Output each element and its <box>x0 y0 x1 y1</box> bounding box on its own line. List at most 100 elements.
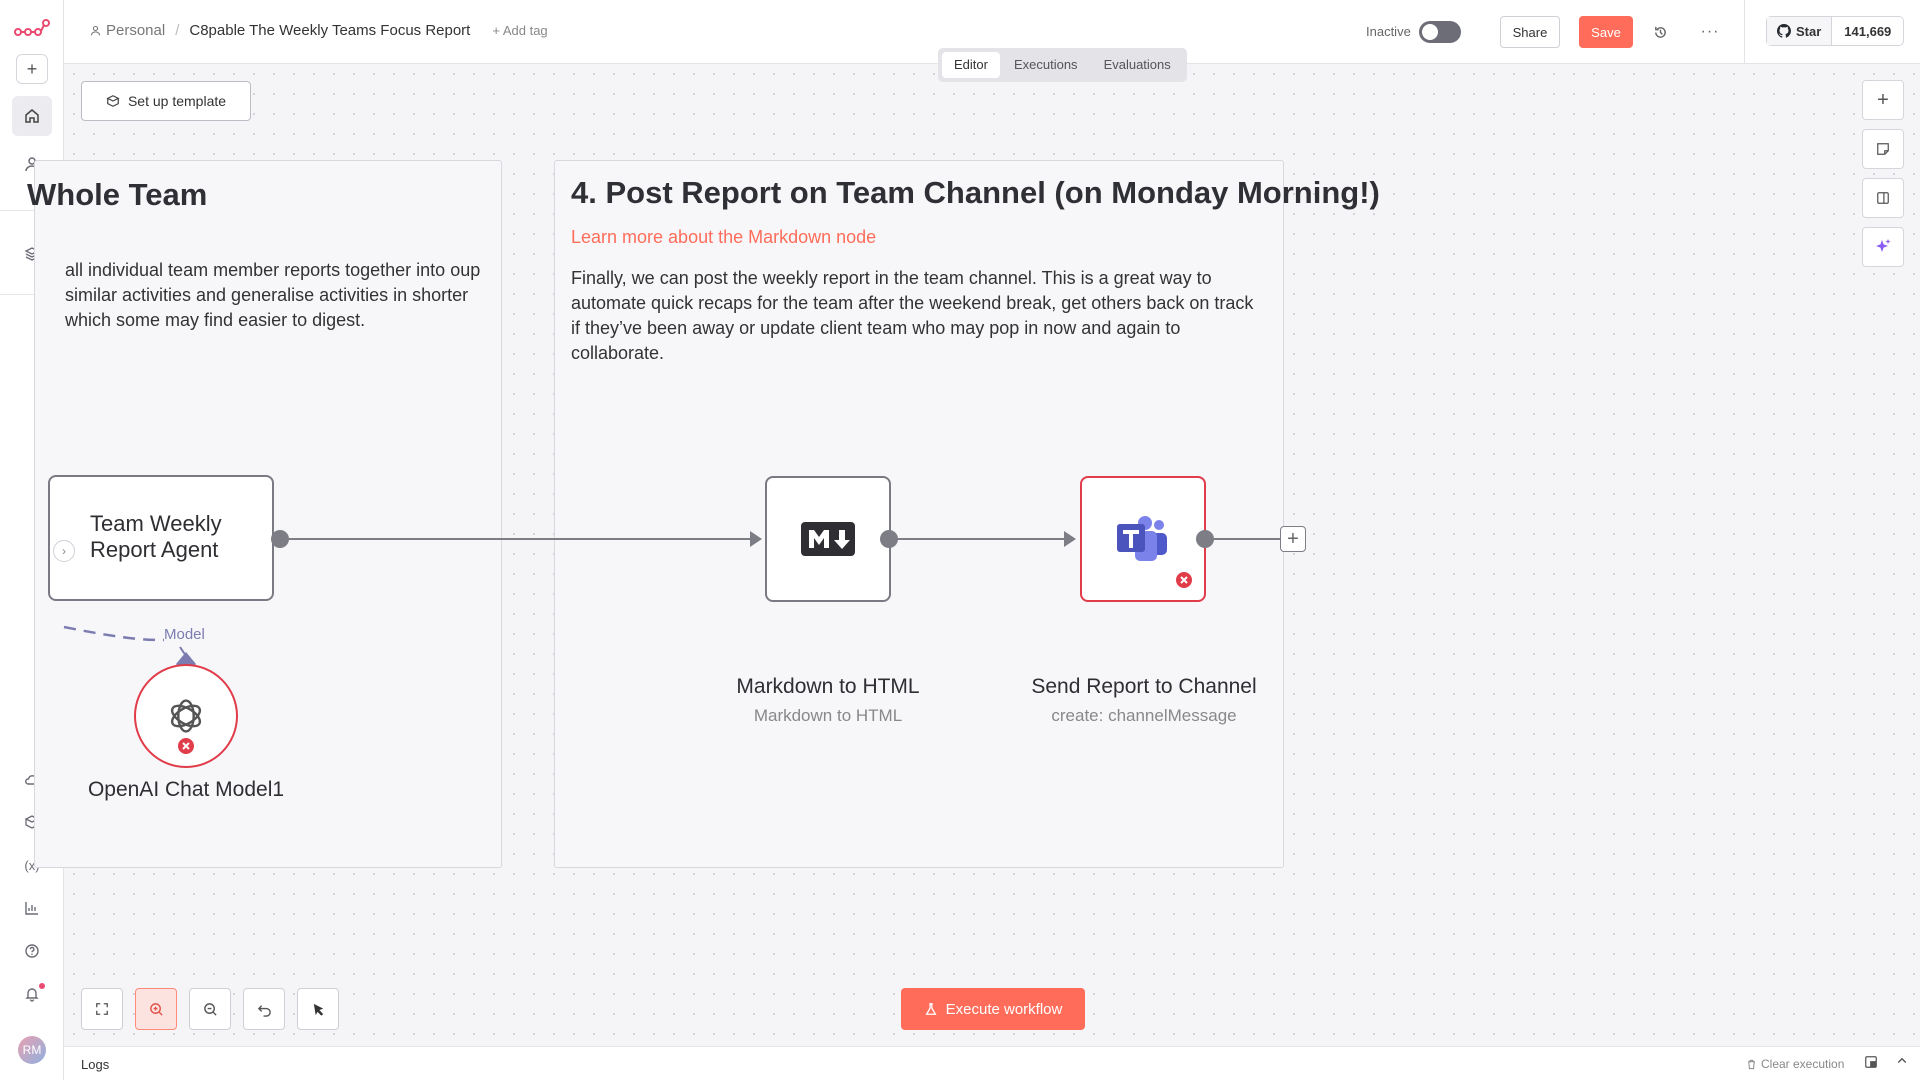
node-markdown-to-html[interactable] <box>765 476 891 602</box>
node-title-line: Report Agent <box>90 537 219 562</box>
logs-panel-bar[interactable]: Logs Clear execution <box>64 1046 1920 1080</box>
logs-label: Logs <box>81 1057 110 1072</box>
error-icon <box>176 736 196 756</box>
markdown-docs-link[interactable]: Learn more about the Markdown node <box>571 227 877 247</box>
github-star-count: 141,669 <box>1844 23 1892 39</box>
header-divider <box>1744 0 1745 64</box>
node-title: Markdown to HTML <box>736 675 920 698</box>
plus-icon: + <box>26 58 38 79</box>
plus-icon: + <box>1287 527 1299 550</box>
breadcrumb-separator: / <box>175 22 180 39</box>
output-handle[interactable] <box>1196 530 1214 548</box>
home-icon <box>25 109 39 123</box>
more-icon: ··· <box>1700 23 1720 40</box>
sidebar-item-help[interactable] <box>12 931 52 971</box>
tab-executions[interactable]: Executions <box>1013 57 1078 72</box>
zoom-toolbar <box>81 988 339 1030</box>
zoom-out-icon <box>203 1002 217 1016</box>
breadcrumb: Personal / C8pable The Weekly Teams Focu… <box>90 22 548 39</box>
panel-icon <box>1865 1056 1877 1068</box>
trash-icon <box>1748 1059 1755 1069</box>
templates-icon <box>106 95 120 107</box>
activation-status-label: Inactive <box>1366 24 1411 39</box>
open-logs-window-button[interactable] <box>1864 1055 1878 1074</box>
arrow-head <box>1064 531 1076 547</box>
sidebar-item-overview[interactable] <box>12 96 52 136</box>
user-icon <box>90 25 101 36</box>
insights-icon <box>25 902 38 915</box>
clear-execution-label: Clear execution <box>1761 1057 1845 1071</box>
sidebar-collapse-toggle[interactable]: › <box>53 540 75 562</box>
node-team-weekly-report-agent[interactable]: Team Weekly Report Agent <box>48 475 274 601</box>
fit-view-icon <box>96 1003 108 1015</box>
teams-icon <box>1117 516 1167 561</box>
github-icon <box>1776 24 1791 38</box>
breadcrumb-personal[interactable]: Personal <box>90 22 165 39</box>
node-send-report-to-channel[interactable] <box>1080 476 1206 602</box>
more-options-button[interactable]: ··· <box>1700 22 1720 42</box>
tab-evaluations[interactable]: Evaluations <box>1103 57 1171 72</box>
node-title-line: Team Weekly <box>90 511 222 536</box>
output-handle[interactable] <box>880 530 898 548</box>
ai-model-connection[interactable] <box>63 625 165 642</box>
setup-template-label: Set up template <box>127 93 227 109</box>
share-button[interactable]: Share <box>1500 16 1560 48</box>
history-icon <box>1654 26 1666 38</box>
chevron-up-icon <box>1897 1057 1907 1063</box>
sidebar-item-notifications[interactable] <box>12 974 52 1014</box>
github-star-button[interactable]: Star 141,669 <box>1766 16 1905 46</box>
pointer-icon <box>313 1003 323 1016</box>
create-button[interactable]: + <box>16 54 48 84</box>
add-node-button[interactable]: + <box>1862 80 1904 120</box>
ask-ai-button[interactable] <box>1862 227 1904 267</box>
sticky-body: Finally, we can post the weekly report i… <box>571 268 1254 363</box>
sticky-body: all individual team member reports toget… <box>65 260 481 330</box>
breadcrumb-personal-label: Personal <box>106 22 166 39</box>
clear-execution-button[interactable]: Clear execution <box>1746 1057 1844 1071</box>
setup-template-button[interactable]: Set up template <box>81 81 251 121</box>
github-star-label: Star <box>1796 23 1822 39</box>
workflow-name[interactable]: C8pable The Weekly Teams Focus Report <box>189 22 471 39</box>
add-sticky-button[interactable] <box>1862 129 1904 169</box>
activation-toggle[interactable] <box>1419 21 1461 43</box>
sidebar-divider <box>0 294 64 295</box>
add-tag-button[interactable]: + Add tag <box>492 23 548 38</box>
arrow-head <box>750 531 762 547</box>
openai-icon <box>170 699 202 733</box>
n8n-logo[interactable] <box>14 18 50 40</box>
panel-icon <box>1877 192 1889 204</box>
sticky-title: Whole Team <box>27 177 208 212</box>
zoom-in-button[interactable] <box>135 988 177 1030</box>
tab-editor[interactable]: Editor <box>942 52 1000 78</box>
node-title: Send Report to Channel <box>1031 675 1257 698</box>
markdown-icon <box>801 522 855 556</box>
toggle-panel-button[interactable] <box>1862 178 1904 218</box>
avatar[interactable]: RM <box>18 1036 46 1064</box>
expand-logs-button[interactable] <box>1896 1055 1908 1070</box>
sticky-title: 4. Post Report on Team Channel (on Monda… <box>571 175 1380 210</box>
execute-workflow-label: Execute workflow <box>945 1000 1063 1018</box>
workflow-canvas[interactable]: Editor Executions Evaluations Whole Team… <box>27 48 1920 1046</box>
node-openai-chat-model[interactable] <box>134 664 238 768</box>
plus-icon: + <box>1877 88 1889 111</box>
save-button[interactable]: Save <box>1579 16 1633 48</box>
zoom-in-icon <box>149 1002 163 1016</box>
notification-dot <box>39 983 45 989</box>
fit-view-button[interactable] <box>81 988 123 1030</box>
node-title: OpenAI Chat Model1 <box>87 778 285 801</box>
chevron-right-icon: › <box>62 544 66 558</box>
connections-layer <box>63 531 1282 676</box>
output-handle[interactable] <box>271 530 289 548</box>
error-icon <box>1174 570 1194 590</box>
sparkle-icon <box>1876 239 1891 252</box>
history-button[interactable] <box>1650 22 1670 42</box>
flask-icon <box>925 1003 937 1015</box>
add-node-button[interactable]: + <box>1280 526 1306 552</box>
sidebar-item-insights[interactable] <box>12 888 52 928</box>
zoom-out-button[interactable] <box>189 988 231 1030</box>
selection-mode-button[interactable] <box>297 988 339 1030</box>
bell-icon <box>25 988 39 1002</box>
execute-workflow-button[interactable]: Execute workflow <box>901 988 1085 1030</box>
sticky-note-icon <box>1877 143 1889 155</box>
undo-button[interactable] <box>243 988 285 1030</box>
